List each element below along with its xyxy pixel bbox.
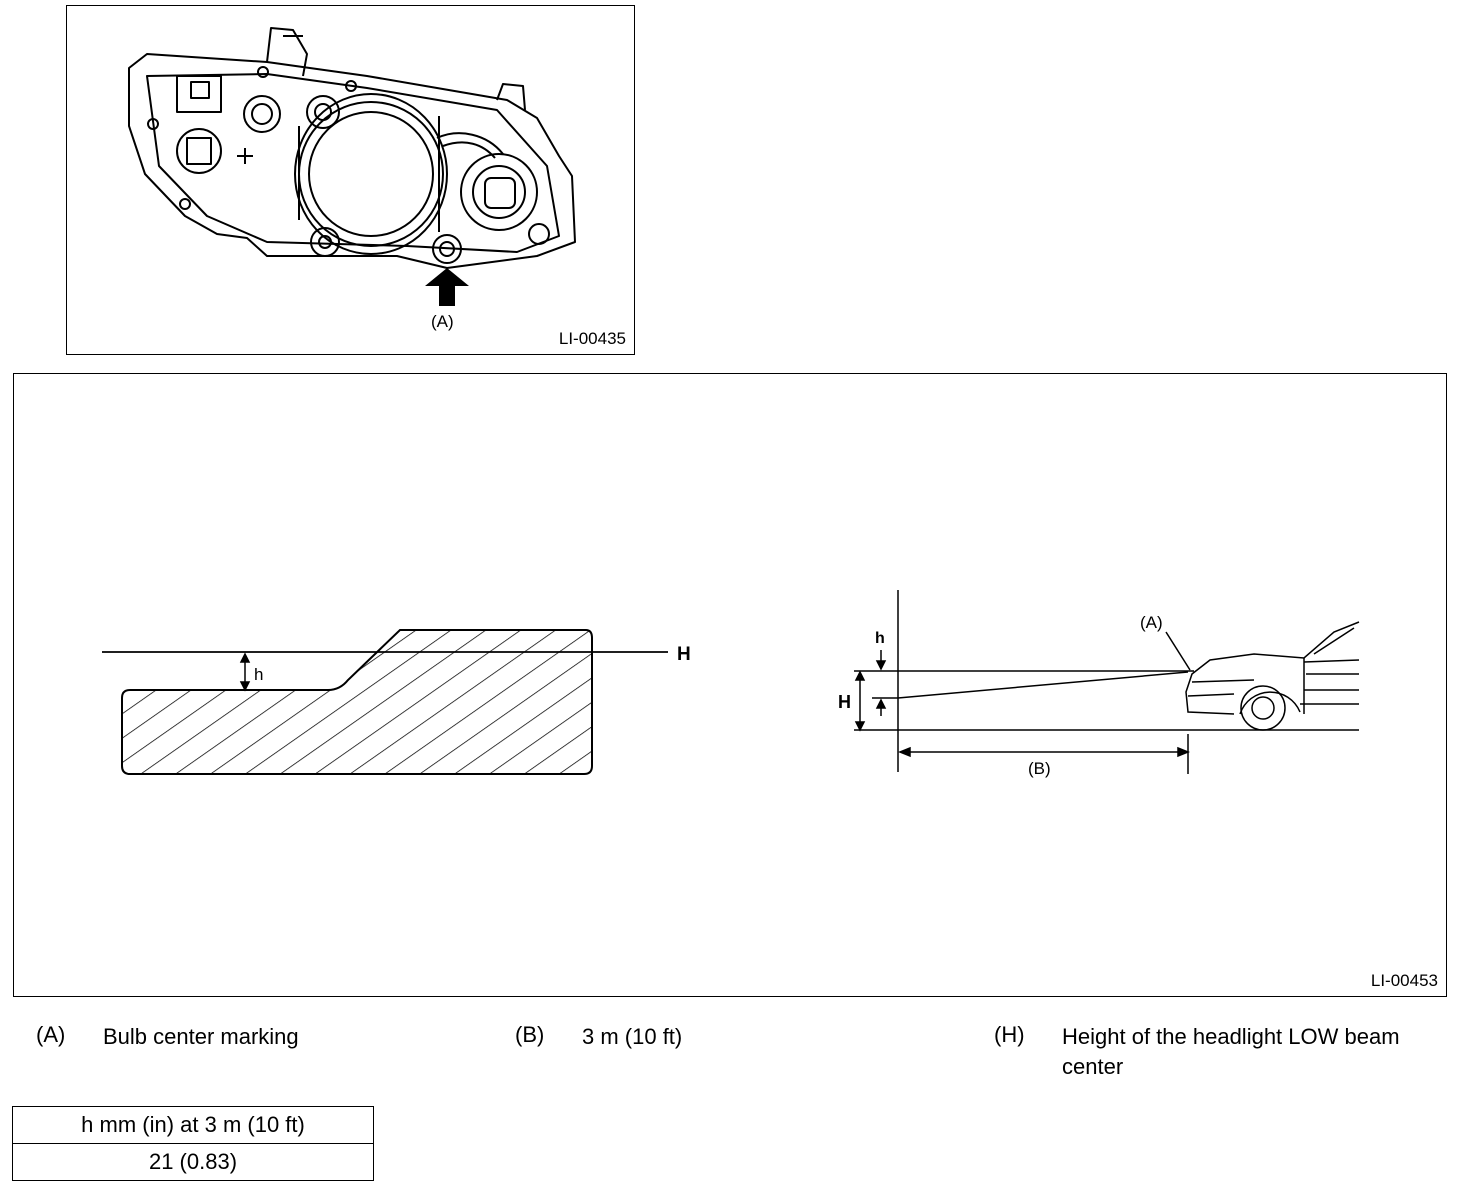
table-row: h mm (in) at 3 m (10 ft) xyxy=(12,1106,374,1144)
figure-code: LI-00435 xyxy=(558,329,626,348)
label-h-offset: h xyxy=(254,665,263,684)
callout-a: (A) xyxy=(431,312,454,331)
legend-text: 3 m (10 ft) xyxy=(582,1024,683,1049)
label-H-line: H xyxy=(677,644,691,665)
spec-table: h mm (in) at 3 m (10 ft) 21 (0.83) xyxy=(12,1106,374,1181)
legend-text: Height of the headlight LOW beam center xyxy=(1062,1024,1400,1079)
offset-arrow xyxy=(239,652,251,692)
table-header-cell: h mm (in) at 3 m (10 ft) xyxy=(12,1106,374,1144)
table-row: 21 (0.83) xyxy=(12,1143,374,1181)
headlight-figure: (A) LI-00435 xyxy=(66,5,635,355)
legend-key: (A) xyxy=(36,1022,66,1047)
side-view xyxy=(854,590,1360,774)
legend-key: (B) xyxy=(515,1022,545,1047)
beam-pattern xyxy=(121,629,593,775)
figure-code: LI-00453 xyxy=(1370,971,1438,990)
aiming-figure: H h xyxy=(13,373,1447,997)
arrow-icon xyxy=(425,268,469,306)
table-value-cell: 21 (0.83) xyxy=(12,1143,374,1181)
label-H-side: H xyxy=(838,692,851,712)
aiming-drawing: H h xyxy=(102,590,1360,778)
legend-text: Bulb center marking xyxy=(103,1024,299,1049)
label-b-side: (B) xyxy=(1028,759,1051,778)
label-h-side: h xyxy=(875,630,885,647)
headlight-drawing xyxy=(128,27,576,306)
legend-key: (H) xyxy=(994,1022,1025,1047)
label-a-side: (A) xyxy=(1140,613,1163,632)
